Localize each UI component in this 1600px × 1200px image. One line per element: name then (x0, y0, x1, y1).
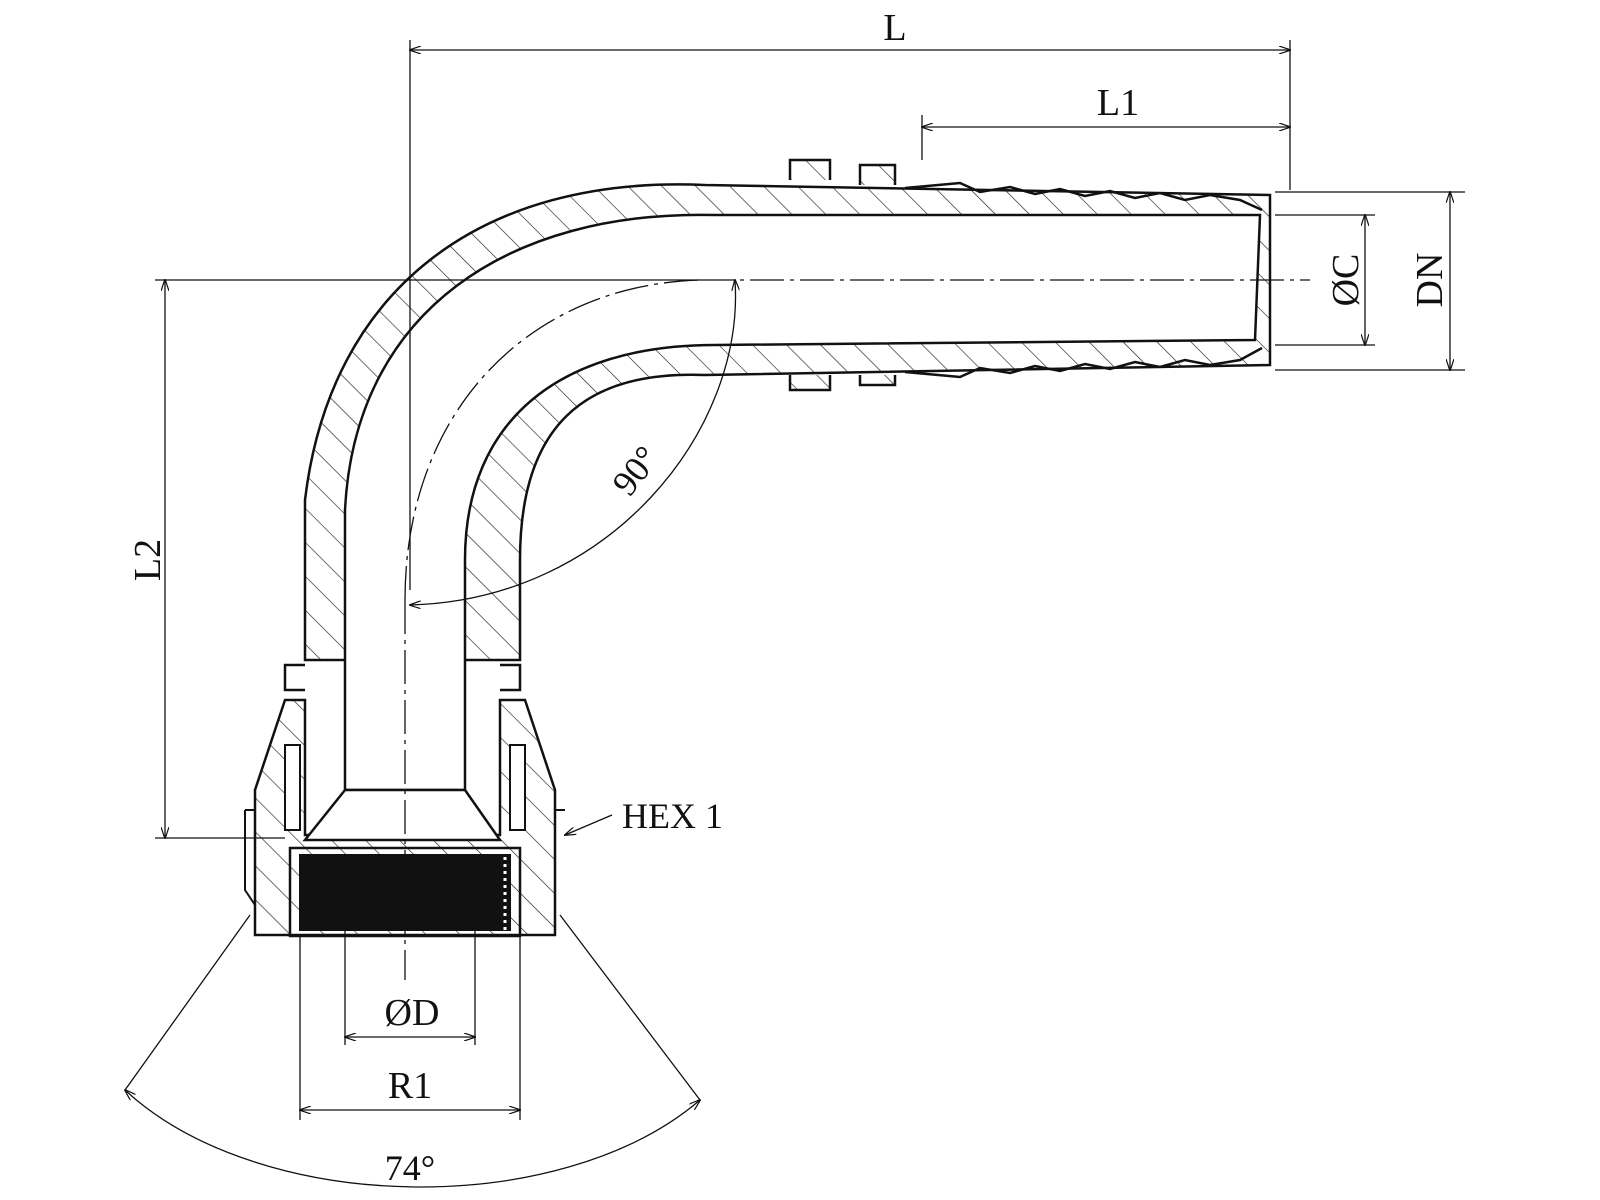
label-hex-size: HEX 1 (622, 796, 723, 836)
label-length-tail: L1 (1097, 82, 1139, 124)
dimensions (125, 40, 1465, 1188)
label-length-drop: L2 (127, 539, 169, 581)
label-bore-diameter: ØC (1325, 254, 1367, 307)
fitting-body (244, 158, 1272, 938)
dimension-labels: L L1 L2 ØC DN 90° HEX 1 ØD R1 74° (127, 7, 1451, 1188)
cone-seat (302, 788, 503, 842)
label-cone-angle: 74° (385, 1148, 435, 1188)
collar-rings (788, 158, 897, 392)
label-seat-diameter: ØD (385, 992, 440, 1034)
barb-bottom (904, 346, 1263, 379)
label-nominal-size: DN (1409, 253, 1451, 308)
lower-collar (283, 663, 522, 692)
label-thread-size: R1 (388, 1065, 432, 1107)
label-length-total: L (883, 7, 906, 49)
nut-slot-left (284, 744, 301, 831)
label-bend-angle: 90° (604, 438, 667, 502)
barb-top (904, 181, 1263, 212)
nut-slot-right (509, 744, 526, 831)
